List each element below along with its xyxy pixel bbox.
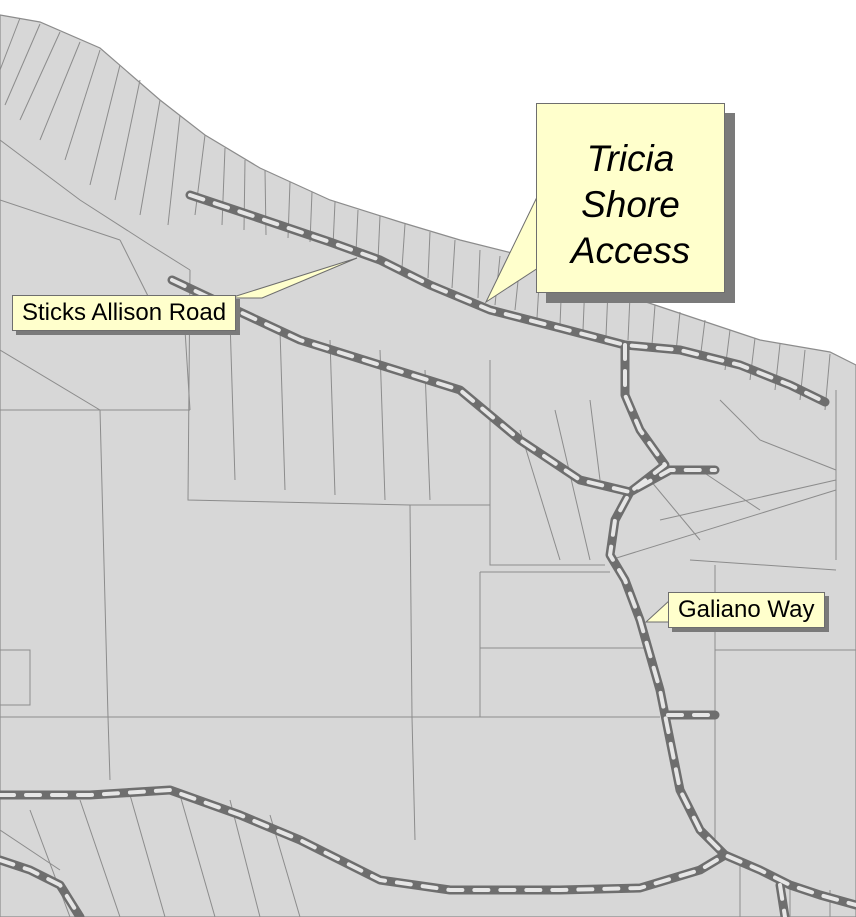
sticks-allison-road-label: Sticks Allison Road (12, 295, 237, 331)
galiano-way-label: Galiano Way (668, 592, 825, 628)
sticks-allison-leader (229, 257, 358, 299)
callout-leaders (229, 194, 671, 623)
tricia-label-line-3: Access (570, 230, 691, 271)
land-area (0, 14, 856, 917)
tricia-label-line-1: Tricia (586, 138, 675, 179)
tricia-label-line-2: Shore (581, 184, 680, 225)
road-dashes (0, 193, 856, 917)
tricia-shore-access-label: Tricia Shore Access (536, 103, 725, 293)
roads (0, 190, 856, 917)
parcel-lines (0, 17, 856, 917)
